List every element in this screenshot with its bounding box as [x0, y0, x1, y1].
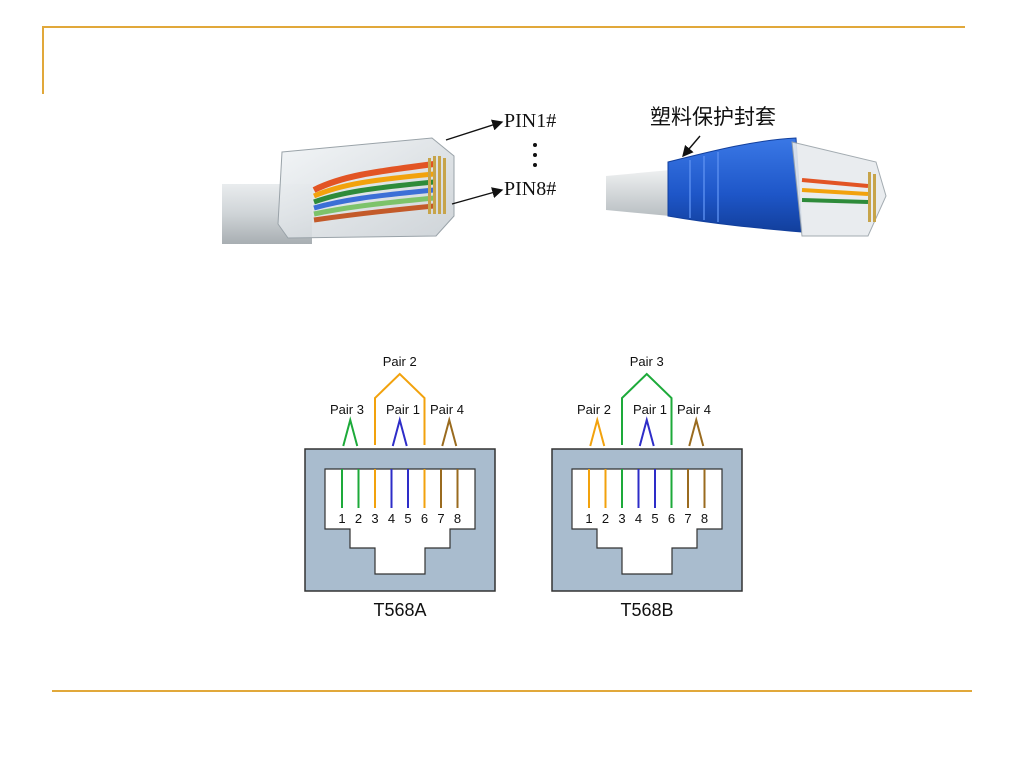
t568a-top-pair-label: Pair 2 — [383, 354, 417, 369]
internal-wires-2 — [801, 178, 869, 204]
boot-arrow — [682, 135, 701, 158]
pin1-label: PIN1# — [504, 110, 557, 132]
t568a-pin-number-3: 3 — [371, 511, 378, 526]
t568b-pin-number-3: 3 — [618, 511, 625, 526]
internal-wires — [312, 161, 435, 223]
t568a-pin-number-1: 1 — [338, 511, 345, 526]
t568b-pin-number-1: 1 — [585, 511, 592, 526]
rj45-plug-photo — [222, 137, 455, 244]
t568a-title: T568A — [373, 600, 426, 620]
slide-bottom-rule — [52, 690, 972, 692]
t568a-pin-number-4: 4 — [388, 511, 395, 526]
t568b-pair-chevron-1 — [589, 416, 606, 447]
t568a-pin-number-7: 7 — [437, 511, 444, 526]
gold-contacts-2 — [868, 172, 876, 222]
t568b-pair-chevron-3 — [688, 416, 705, 447]
t568a-pair-chevron-3 — [441, 416, 458, 447]
booted-plug-photo — [606, 137, 887, 237]
t568a-side-pair-label-1: Pair 3 — [330, 402, 364, 417]
t568b-pin-number-2: 2 — [602, 511, 609, 526]
boot-label: 塑料保护封套 — [650, 105, 776, 129]
t568b-top-pair-label: Pair 3 — [630, 354, 664, 369]
t568a-side-pair-label-2: Pair 1 — [386, 402, 420, 417]
t568a-pin-number-5: 5 — [404, 511, 411, 526]
cable-sheath-2 — [606, 170, 670, 216]
ellipsis-dots — [533, 143, 537, 167]
gold-contacts — [428, 156, 446, 214]
t568b-pin-number-4: 4 — [635, 511, 642, 526]
t568a-pin-number-2: 2 — [355, 511, 362, 526]
t568b-side-pair-label-1: Pair 2 — [577, 402, 611, 417]
t568a-pin-number-8: 8 — [454, 511, 461, 526]
slide-top-rule — [42, 26, 965, 28]
t568b-pair-chevron-2 — [638, 416, 655, 447]
t568b-title: T568B — [620, 600, 673, 620]
t568b-pin-number-5: 5 — [651, 511, 658, 526]
t568b-side-pair-label-3: Pair 4 — [677, 402, 711, 417]
t568a-pair-chevron-2 — [391, 416, 408, 447]
t568a-pin-number-6: 6 — [421, 511, 428, 526]
t568b-side-pair-label-2: Pair 1 — [633, 402, 667, 417]
slide-left-rule — [42, 26, 44, 94]
t568b-top-pair-bracket — [621, 372, 673, 445]
t568a-jack-opening — [324, 468, 476, 575]
t568a-side-pair-label-3: Pair 4 — [430, 402, 464, 417]
t568a-top-pair-bracket — [374, 372, 426, 445]
pin1-arrow — [445, 119, 504, 141]
plug-head — [791, 141, 887, 237]
pin8-arrow — [451, 187, 504, 205]
t568b-jack-opening — [571, 468, 723, 575]
t568b-pin-number-6: 6 — [668, 511, 675, 526]
pin8-label: PIN8# — [504, 178, 557, 200]
t568b-pin-number-8: 8 — [701, 511, 708, 526]
boot-ridges — [689, 152, 719, 222]
t568b-pin-number-7: 7 — [684, 511, 691, 526]
t568a-pair-chevron-1 — [342, 416, 359, 447]
